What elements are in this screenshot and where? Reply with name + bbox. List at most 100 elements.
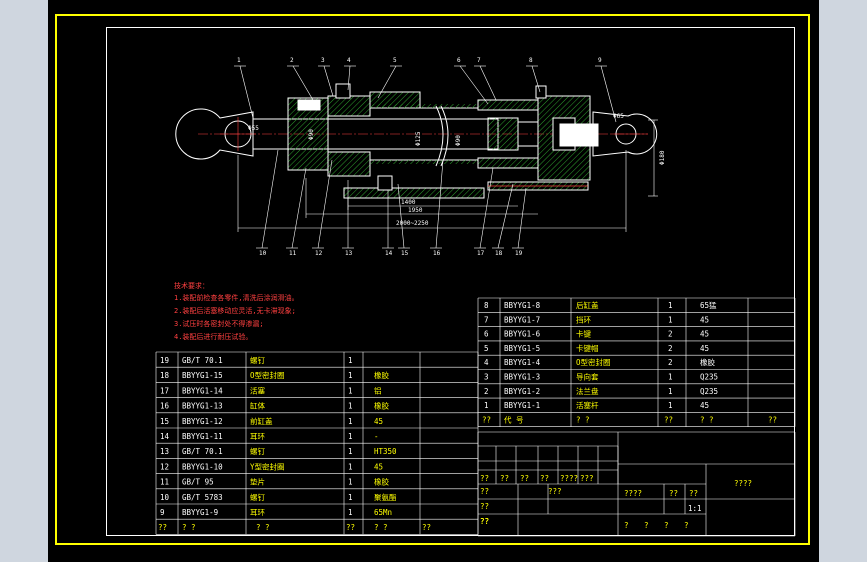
title-cell: ??? bbox=[548, 487, 562, 496]
title-cell: ???? bbox=[560, 474, 578, 483]
dim-bore: Φ125 bbox=[415, 131, 422, 146]
bom-code: BBYYG1-1 bbox=[504, 401, 540, 410]
bom-name: 后缸盖 bbox=[576, 300, 599, 310]
dim-eye: Φ65 bbox=[613, 113, 624, 120]
leader-label: 13 bbox=[345, 250, 353, 257]
bom-header-no: ?? bbox=[482, 415, 491, 424]
bom-code: GB/T 70.1 bbox=[182, 447, 223, 456]
leader-label: 14 bbox=[385, 250, 393, 257]
bom-mat: HT350 bbox=[374, 447, 397, 456]
title-cell: ?? bbox=[480, 487, 489, 496]
bom-name: O型密封圈 bbox=[576, 357, 611, 367]
bom-qty: 1 bbox=[668, 387, 673, 396]
bom-no: 7 bbox=[484, 315, 489, 324]
title-foot: ? bbox=[664, 521, 669, 530]
bom-mat: 橡胶 bbox=[374, 401, 389, 411]
bom-qty: 1 bbox=[348, 493, 353, 502]
bom-no: 12 bbox=[160, 462, 169, 471]
dim-2000-2250: 2000~2250 bbox=[396, 220, 429, 227]
bom-header-name: ? ? bbox=[576, 415, 590, 424]
bom-code: GB/T 95 bbox=[182, 478, 214, 487]
leader-line bbox=[292, 65, 314, 101]
title-cell: ?? bbox=[480, 502, 489, 511]
tech-line-2: 2.装配后活塞移动应灵活,无卡滞现象; bbox=[174, 306, 296, 315]
bom-mat: 45 bbox=[700, 330, 709, 339]
leader-label: 16 bbox=[433, 250, 441, 257]
dim-bore-2: Φ90 bbox=[455, 135, 462, 146]
bom-qty: 1 bbox=[348, 371, 353, 380]
bom-code: BBYYG1-14 bbox=[182, 386, 223, 395]
bom-qty: 1 bbox=[348, 356, 353, 365]
title-cell: ?? bbox=[500, 474, 509, 483]
bom-mat: 65Mn bbox=[374, 508, 392, 517]
leader-line bbox=[317, 159, 333, 249]
bom-header-code: 代 号 bbox=[504, 414, 524, 424]
tech-line-4: 4.装配后进行耐压试验。 bbox=[174, 332, 252, 341]
title-foot: ? bbox=[644, 521, 649, 530]
leader-label: 4 bbox=[347, 57, 351, 64]
bom-name: 耳环 bbox=[250, 432, 265, 441]
bom-qty: 2 bbox=[668, 358, 673, 367]
title-cell: ?? bbox=[520, 474, 529, 483]
left-eye-ring bbox=[175, 108, 256, 160]
cad-drawing: 1400 1950 2000~2250 Φ180 Φ90 Φ125 Φ90 Φ6… bbox=[155, 57, 796, 537]
leader-label: 8 bbox=[529, 57, 533, 64]
bom-code: BBYYG1-2 bbox=[504, 387, 540, 396]
bom-name: 螺钉 bbox=[250, 446, 265, 456]
bom-mat: 45 bbox=[700, 401, 709, 410]
dim-rod-dia: Φ90 bbox=[308, 129, 315, 140]
tech-line-3: 3.试压时各密封处不得渗漏; bbox=[174, 319, 264, 328]
bom-no: 11 bbox=[160, 478, 169, 487]
leader-label: 5 bbox=[393, 57, 397, 64]
bom-qty: 1 bbox=[348, 508, 353, 517]
bom-code: BBYYG1-13 bbox=[182, 402, 223, 411]
drawing-sheet: 1400 1950 2000~2250 Φ180 Φ90 Φ125 Φ90 Φ6… bbox=[48, 0, 819, 562]
outer-frame bbox=[55, 14, 810, 545]
bom-no: 4 bbox=[484, 358, 489, 367]
bom-code: BBYYG1-8 bbox=[504, 301, 541, 310]
leader-line bbox=[497, 183, 514, 249]
bom-name: 螺钉 bbox=[250, 492, 265, 502]
bom-code: BBYYG1-11 bbox=[182, 432, 223, 441]
bom-code: GB/T 70.1 bbox=[182, 356, 223, 365]
bom-no: 19 bbox=[160, 356, 169, 365]
bom-header-no: ?? bbox=[158, 523, 167, 532]
leader-label: 1 bbox=[237, 57, 241, 64]
leader-line bbox=[261, 149, 279, 249]
bom-name: 活塞 bbox=[250, 385, 265, 395]
bom-no: 13 bbox=[160, 447, 169, 456]
bom-no: 18 bbox=[160, 371, 170, 380]
bom-no: 2 bbox=[484, 387, 489, 396]
bom-code: BBYYG1-6 bbox=[504, 330, 541, 339]
bom-header-note: ?? bbox=[422, 523, 431, 532]
bom-no: 17 bbox=[160, 386, 169, 395]
drawing-scale: 1:1 bbox=[688, 504, 702, 513]
title-cell: ?? bbox=[669, 489, 678, 498]
bom-mat: - bbox=[374, 432, 379, 441]
bom-no: 1 bbox=[484, 401, 489, 410]
leader-line bbox=[397, 183, 405, 249]
bom-no: 9 bbox=[160, 508, 165, 517]
bom-mat: 橡胶 bbox=[700, 357, 715, 367]
bom-qty: 1 bbox=[668, 373, 673, 382]
tech-line-1: 1.装配前检查各零件,清洗后涂润滑油。 bbox=[174, 293, 299, 302]
title-foot: ? bbox=[624, 521, 629, 530]
bom-qty: 1 bbox=[668, 301, 673, 310]
title-cell: ?? bbox=[480, 517, 489, 526]
bom-header-qty: ?? bbox=[664, 415, 673, 424]
bom-mat: 45 bbox=[374, 462, 383, 471]
bom-qty: 1 bbox=[348, 462, 353, 471]
bom-no: 3 bbox=[484, 373, 489, 382]
bom-mat: 45 bbox=[700, 344, 709, 353]
leader-line bbox=[459, 65, 489, 105]
dim-left-eye: Φ55 bbox=[248, 125, 259, 132]
title-foot: ? bbox=[684, 521, 689, 530]
inner-frame bbox=[106, 27, 795, 536]
title-cell: ?? bbox=[480, 517, 489, 526]
leader-line bbox=[291, 167, 307, 249]
bom-no: 15 bbox=[160, 417, 169, 426]
bom-mat: 65猛 bbox=[700, 300, 717, 310]
bom-qty: 2 bbox=[668, 330, 673, 339]
bom-code: BBYYG1-10 bbox=[182, 462, 223, 471]
